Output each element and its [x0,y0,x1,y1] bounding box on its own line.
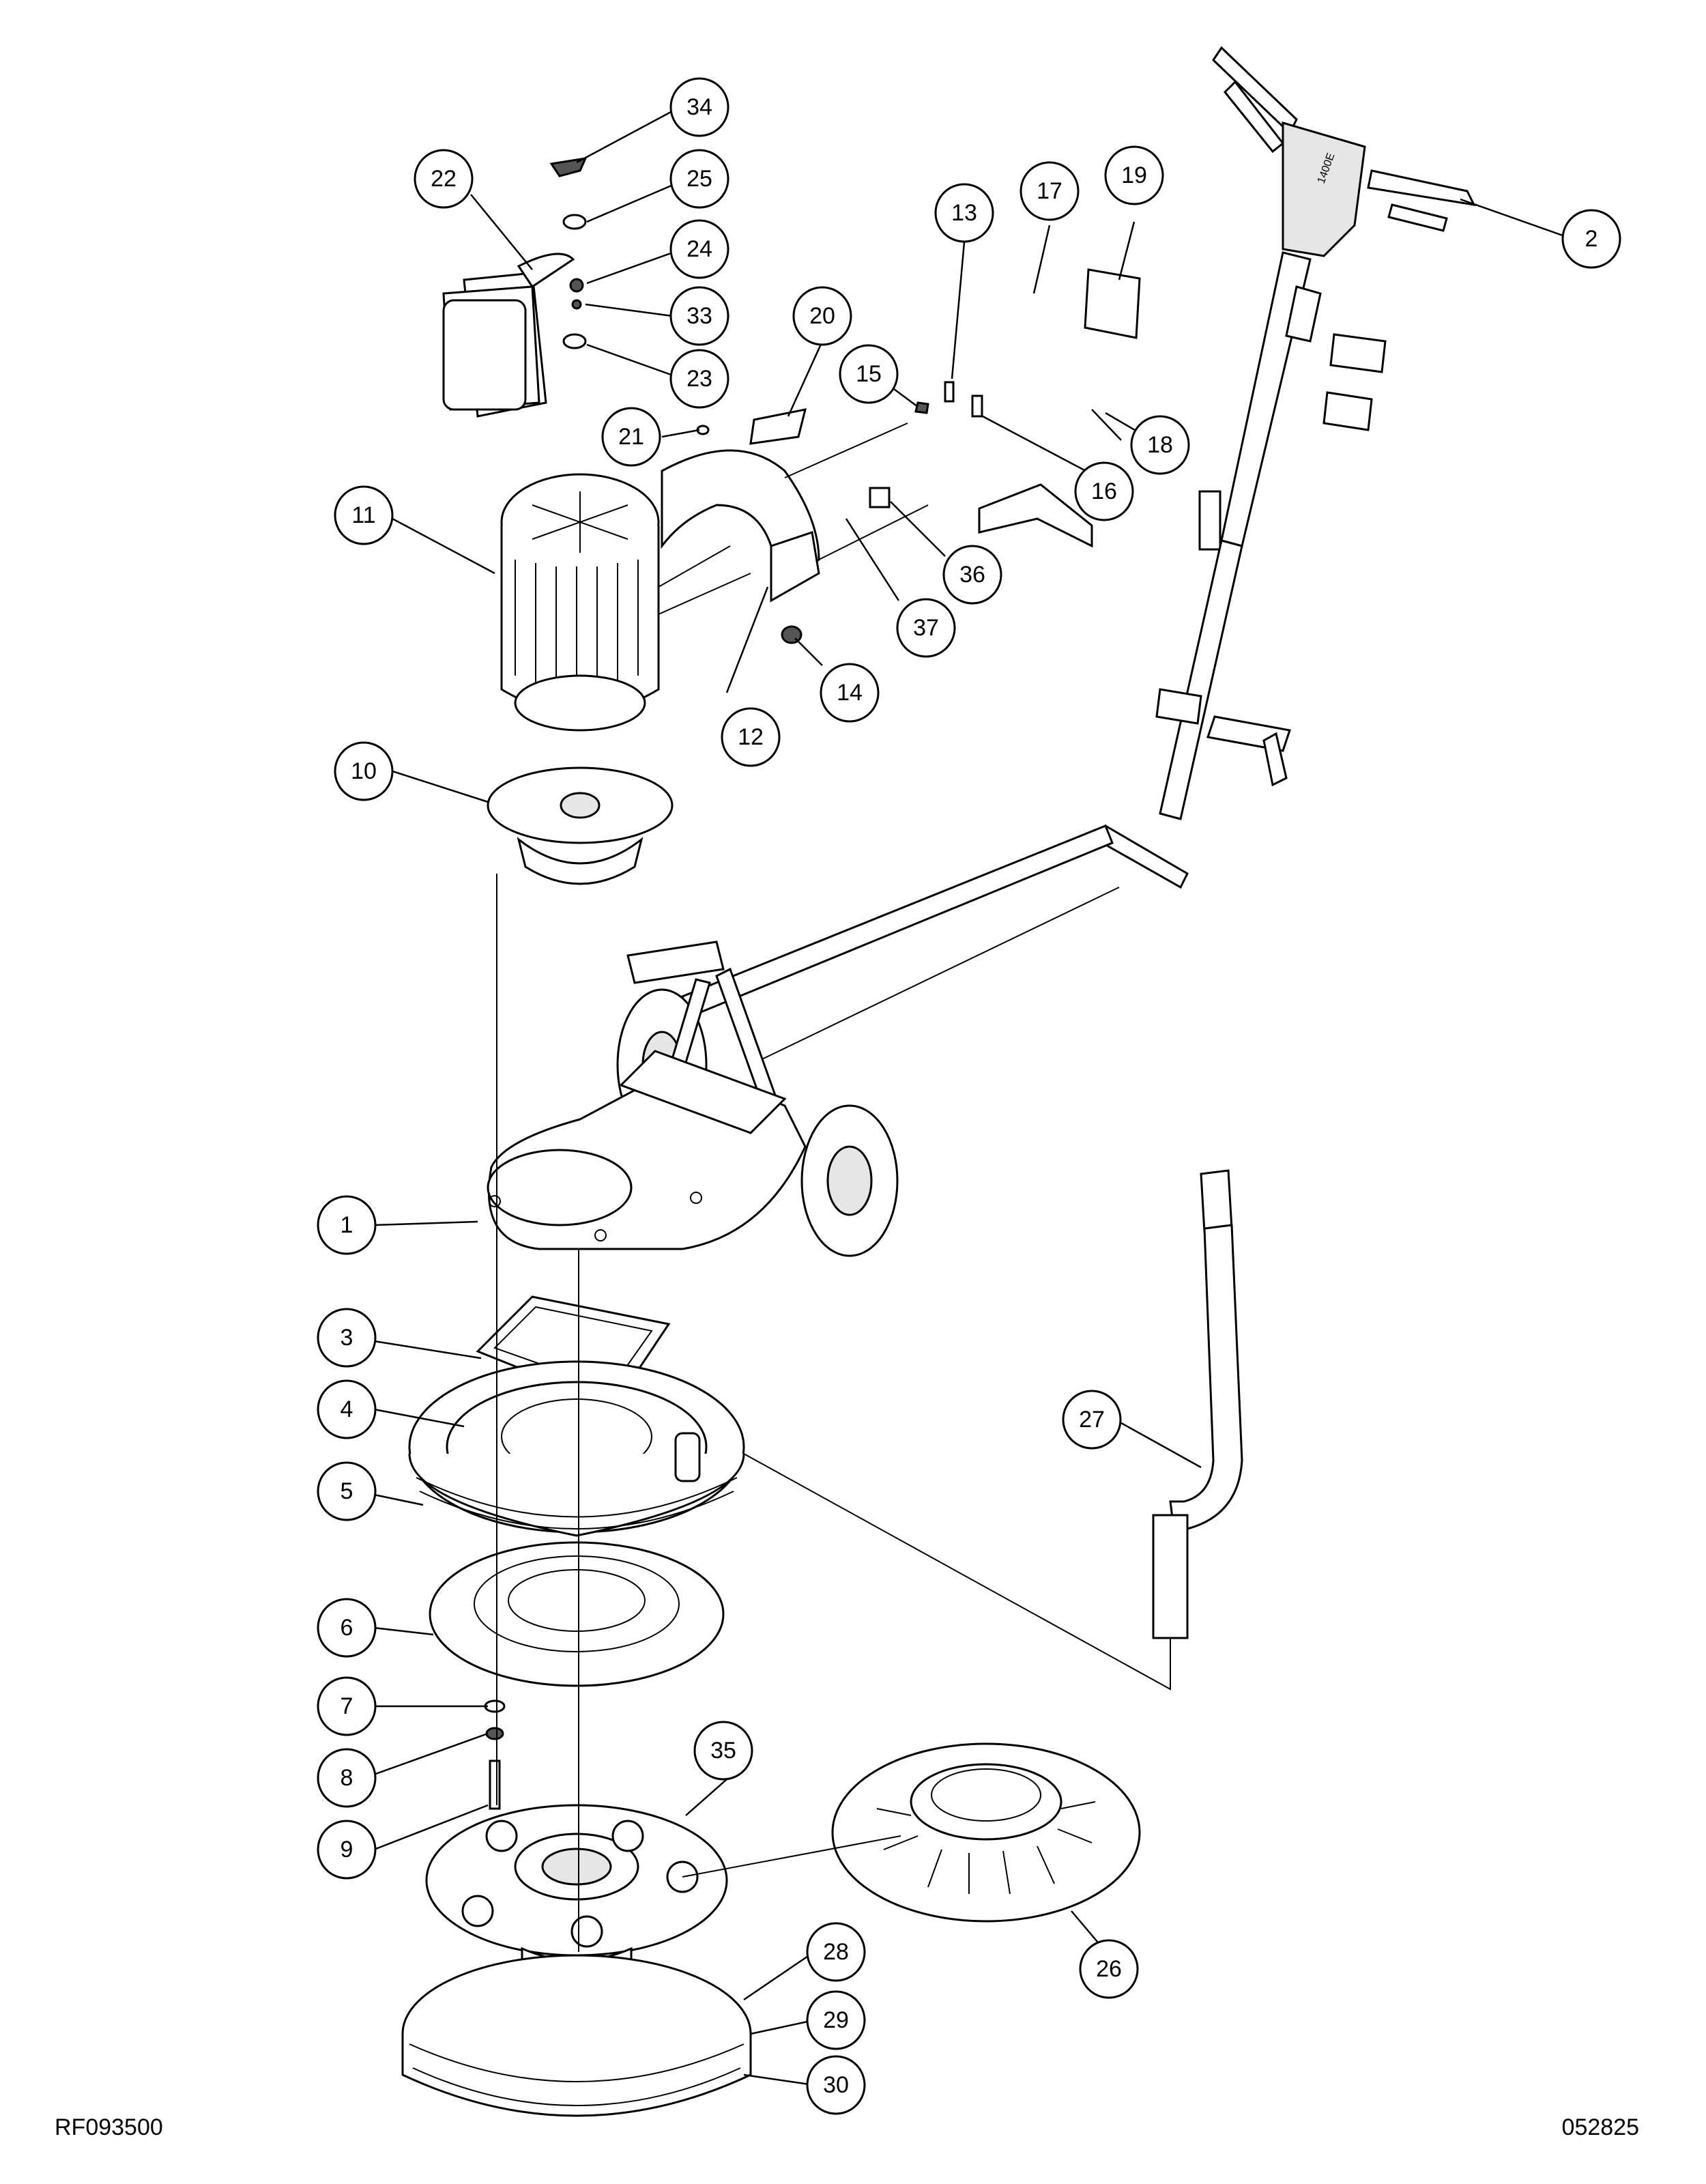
callout-6: 6 [317,1598,377,1658]
callout-11: 11 [334,485,394,545]
callout-label: 6 [341,1615,353,1641]
callout-16: 16 [1074,461,1134,521]
callout-label: 8 [341,1765,353,1791]
callout-33: 33 [669,286,729,346]
callout-label: 16 [1091,478,1117,504]
callout-label: 34 [686,94,712,120]
callout-label: 7 [341,1693,353,1719]
callout-7: 7 [317,1676,377,1736]
callout-22: 22 [414,149,474,209]
callout-label: 25 [686,166,712,192]
callout-14: 14 [820,663,880,723]
callout-20: 20 [792,286,852,346]
callout-35: 35 [693,1721,753,1781]
callout-label: 22 [431,166,457,192]
callout-17: 17 [1020,161,1080,221]
pad-holder [831,1742,1141,1923]
bearing-plate [429,1541,725,1687]
motor-mount-plate [487,766,674,885]
callout-label: 13 [951,200,977,226]
brush-ring [401,1954,752,2117]
callout-label: 36 [959,562,985,588]
callout-label: 9 [341,1837,353,1863]
callout-label: 3 [341,1325,353,1351]
callout-18: 18 [1130,415,1190,475]
callout-label: 33 [686,303,712,329]
vacuum-hose [1152,1169,1243,1639]
base-plate [487,1050,807,1250]
callout-label: 28 [823,1939,849,1965]
callout-2: 2 [1561,209,1621,269]
plate-fasteners [484,1699,506,1810]
drawing-number: RF093500 [55,2114,163,2140]
callout-label: 17 [1037,178,1062,204]
callout-label: 15 [856,361,882,387]
callout-26: 26 [1079,1939,1139,1999]
callout-label: 21 [618,424,644,450]
shroud-cover [661,422,929,603]
callout-28: 28 [806,1922,866,1982]
callout-21: 21 [601,407,661,467]
callout-label: 18 [1147,432,1173,458]
callout-label: 19 [1121,162,1147,188]
callout-label: 14 [837,680,863,706]
revision-code: 052825 [1561,2114,1639,2140]
callout-27: 27 [1062,1390,1122,1450]
callout-10: 10 [334,741,394,801]
pad-driver [425,1804,728,1972]
callout-label: 23 [686,366,712,392]
callout-label: 29 [823,2007,849,2033]
callout-4: 4 [317,1379,377,1439]
callout-25: 25 [669,149,729,209]
motor [500,473,751,732]
callout-label: 1 [341,1212,353,1238]
callout-label: 4 [341,1396,353,1422]
callout-label: 26 [1096,1956,1122,1982]
electrical-box [442,253,575,418]
callout-label: 37 [913,615,939,641]
callout-13: 13 [934,183,994,243]
callout-label: 24 [686,236,712,262]
callout-1: 1 [317,1195,377,1255]
callout-label: 30 [823,2072,849,2098]
leader-lines [373,104,1563,2086]
callout-label: 20 [809,303,835,329]
callout-15: 15 [839,344,899,404]
callout-30: 30 [806,2055,866,2115]
callout-label: 35 [710,1738,736,1764]
callout-24: 24 [669,219,729,279]
callout-label: 5 [341,1478,353,1504]
housing-skirt [408,1360,745,1537]
callout-36: 36 [942,545,1002,605]
callout-label: 12 [738,724,764,750]
callout-37: 37 [896,598,956,658]
callout-3: 3 [317,1308,377,1368]
callout-19: 19 [1104,145,1164,205]
callout-23: 23 [669,349,729,409]
callout-label: 2 [1585,226,1598,252]
callout-5: 5 [317,1461,377,1521]
callout-12: 12 [721,707,781,767]
callout-label: 27 [1079,1407,1105,1433]
callout-8: 8 [317,1748,377,1808]
handle-assembly: 1400E [681,46,1476,1065]
callout-label: 10 [351,758,377,784]
small-hardware [549,157,1141,644]
callout-34: 34 [669,77,729,137]
callout-9: 9 [317,1820,377,1880]
callout-29: 29 [806,1990,866,2050]
assembly-lines [496,874,1171,1952]
callout-label: 11 [351,502,375,528]
